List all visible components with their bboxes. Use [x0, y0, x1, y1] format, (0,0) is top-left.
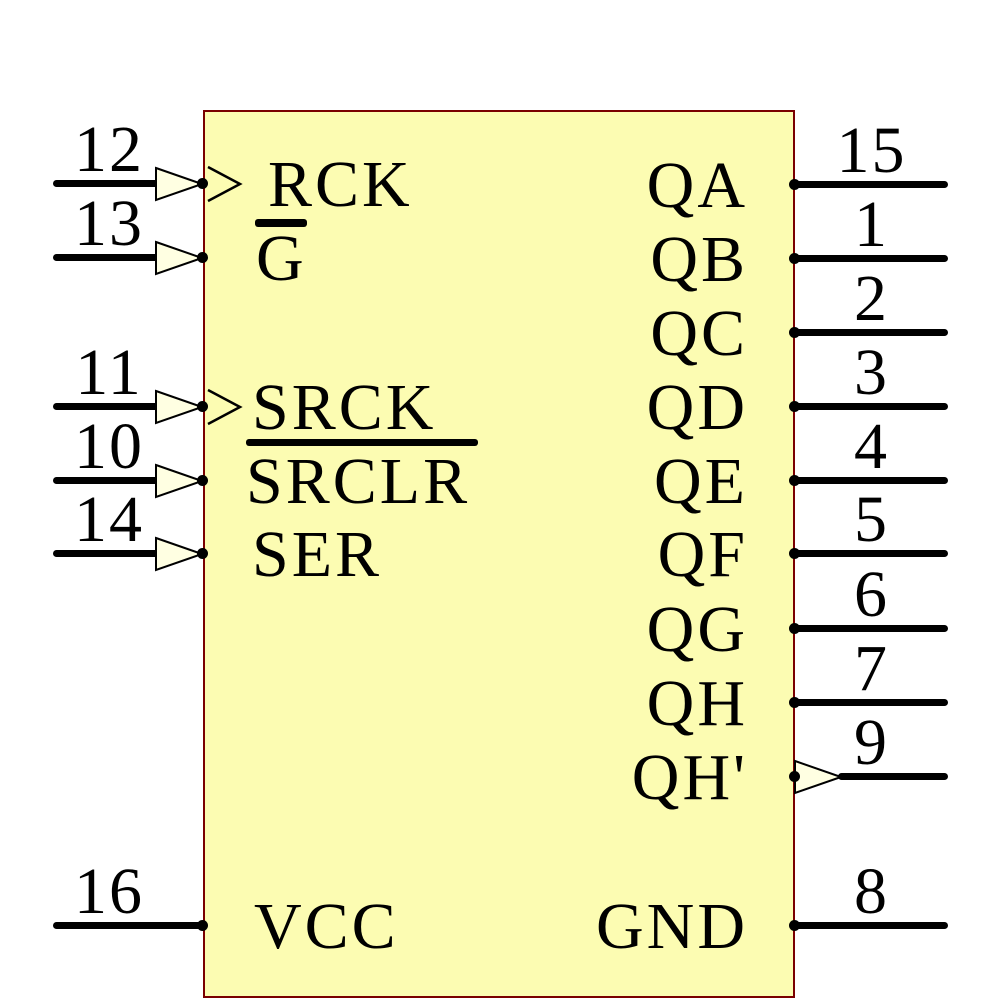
- input-arrow-icon: [155, 463, 204, 499]
- pin-wire: [838, 773, 948, 780]
- pin-number: 13: [74, 187, 144, 260]
- pin-wire: [795, 477, 948, 484]
- pin-connection-dot: [789, 623, 800, 634]
- pin-connection-dot: [197, 920, 208, 931]
- pin-number: 4: [854, 410, 889, 483]
- pin-connection-dot: [789, 548, 800, 559]
- pin-number: 7: [854, 632, 889, 705]
- pin-label: QH: [646, 667, 748, 740]
- pin-wire: [795, 329, 948, 336]
- pin-number: 3: [854, 336, 889, 409]
- pin-wire: [795, 550, 948, 557]
- pin-label: QC: [650, 297, 748, 370]
- pin-number: 11: [75, 336, 143, 409]
- pin-number: 2: [854, 262, 889, 335]
- pin-label: QE: [654, 445, 748, 518]
- pin-number: 5: [854, 483, 889, 556]
- pin-label: QB: [650, 223, 748, 296]
- pin-label: VCC: [254, 890, 399, 963]
- pin-connection-dot: [789, 327, 800, 338]
- pin-connection-dot: [197, 252, 208, 263]
- pin-label: QA: [646, 149, 748, 222]
- output-arrow-icon: [794, 759, 843, 795]
- pin-wire: [795, 625, 948, 632]
- pin-number: 8: [854, 855, 889, 928]
- pin-connection-dot: [197, 401, 208, 412]
- pin-label: SRCK: [252, 371, 437, 444]
- pin-label: QH': [631, 741, 748, 814]
- pin-wire: [53, 180, 159, 187]
- input-arrow-icon: [155, 240, 204, 276]
- pin-connection-dot: [789, 253, 800, 264]
- pin-number: 12: [74, 113, 144, 186]
- pin-number: 1: [854, 188, 889, 261]
- pin-wire: [795, 403, 948, 410]
- pin-number: 14: [74, 483, 144, 556]
- pin-number: 9: [854, 706, 889, 779]
- pin-connection-dot: [789, 771, 800, 782]
- pin-connection-dot: [197, 548, 208, 559]
- pin-connection-dot: [197, 178, 208, 189]
- pin-label: QF: [657, 518, 748, 591]
- pin-connection-dot: [789, 697, 800, 708]
- pin-connection-dot: [789, 179, 800, 190]
- pin-number: 16: [74, 855, 144, 928]
- pin-wire: [795, 181, 948, 188]
- active-low-overbar: [246, 439, 478, 446]
- pin-connection-dot: [789, 920, 800, 931]
- input-arrow-icon: [155, 389, 204, 425]
- pin-connection-dot: [789, 401, 800, 412]
- pin-wire: [53, 922, 203, 929]
- pin-number: 10: [74, 410, 144, 483]
- pin-connection-dot: [789, 475, 800, 486]
- pin-wire: [795, 699, 948, 706]
- clock-chevron-icon: [207, 388, 243, 426]
- pin-label: QD: [646, 371, 748, 444]
- pin-wire: [53, 550, 159, 557]
- input-arrow-icon: [155, 166, 204, 202]
- pin-number: 15: [836, 114, 907, 187]
- pin-number: 6: [854, 558, 889, 631]
- pin-label: GND: [596, 890, 748, 963]
- pin-wire: [53, 254, 159, 261]
- input-arrow-icon: [155, 536, 204, 572]
- active-low-overbar: [255, 219, 307, 227]
- ic-body: [203, 110, 795, 998]
- pin-wire: [795, 922, 948, 929]
- pin-label: SRCLR: [246, 445, 471, 518]
- pin-connection-dot: [197, 475, 208, 486]
- pin-label: G: [256, 222, 307, 295]
- pin-label: QG: [646, 593, 748, 666]
- pin-label: RCK: [268, 148, 413, 221]
- pin-wire: [795, 255, 948, 262]
- pin-label: SER: [252, 518, 383, 591]
- clock-chevron-icon: [207, 165, 243, 203]
- pin-wire: [53, 477, 159, 484]
- pin-wire: [53, 403, 159, 410]
